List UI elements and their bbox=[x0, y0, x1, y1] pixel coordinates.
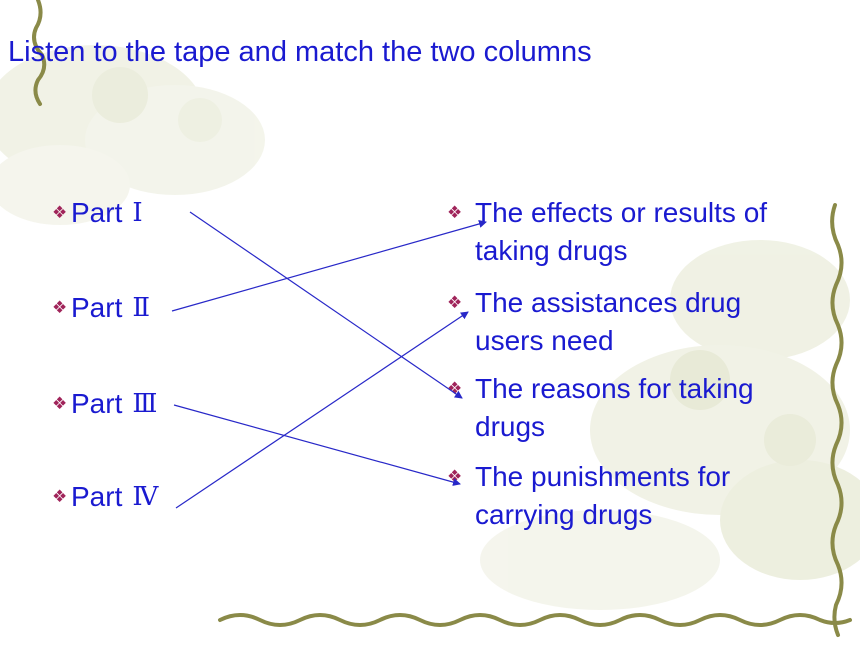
right-item-text: The reasons for taking drugs bbox=[475, 373, 754, 442]
left-item-part-2: ❖ Part Ⅱ bbox=[52, 291, 150, 325]
left-item-part-4: ❖ Part Ⅳ bbox=[52, 480, 158, 514]
roman-numeral: Ⅳ bbox=[132, 482, 159, 512]
blossom-watermark-bottom-right bbox=[480, 240, 860, 610]
diamond-bullet-icon: ❖ bbox=[447, 293, 463, 312]
right-item-assistances: ❖ The assistances drug users need bbox=[447, 284, 817, 360]
right-item-text: The punishments for carrying drugs bbox=[475, 461, 731, 530]
diamond-bullet-icon: ❖ bbox=[52, 203, 68, 222]
slide-title: Listen to the tape and match the two col… bbox=[8, 36, 592, 68]
roman-numeral: Ⅰ bbox=[132, 198, 143, 228]
left-item-part-3: ❖ Part Ⅲ bbox=[52, 387, 157, 421]
left-item-label: Part bbox=[71, 481, 123, 512]
blossom-watermark-top-left bbox=[0, 45, 265, 225]
diamond-bullet-icon: ❖ bbox=[447, 379, 463, 398]
left-item-label: Part bbox=[71, 388, 123, 419]
right-item-reasons: ❖ The reasons for taking drugs bbox=[447, 370, 817, 446]
right-item-effects: ❖ The effects or results of taking drugs bbox=[447, 194, 817, 270]
right-item-text: The effects or results of taking drugs bbox=[475, 197, 768, 266]
roman-numeral: Ⅱ bbox=[132, 293, 151, 323]
diamond-bullet-icon: ❖ bbox=[52, 298, 68, 317]
diamond-bullet-icon: ❖ bbox=[447, 467, 463, 486]
left-item-label: Part bbox=[71, 197, 123, 228]
left-item-part-1: ❖ Part Ⅰ bbox=[52, 196, 143, 230]
roman-numeral: Ⅲ bbox=[132, 389, 158, 419]
diamond-bullet-icon: ❖ bbox=[52, 394, 68, 413]
right-item-text: The assistances drug users need bbox=[475, 287, 742, 356]
diamond-bullet-icon: ❖ bbox=[52, 487, 68, 506]
vine-border bbox=[32, 0, 852, 637]
left-item-label: Part bbox=[71, 292, 123, 323]
diamond-bullet-icon: ❖ bbox=[447, 203, 463, 222]
right-item-punishments: ❖ The punishments for carrying drugs bbox=[447, 458, 817, 534]
